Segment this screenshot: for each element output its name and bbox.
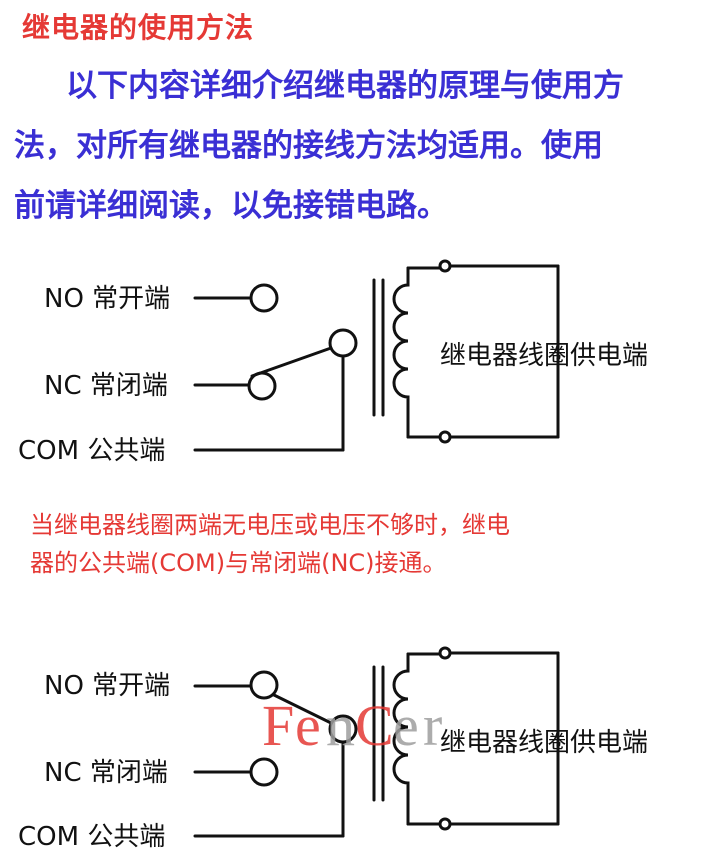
- coil-2: [392, 652, 410, 826]
- com-label-1: COM 公共端: [18, 436, 165, 466]
- note-line-1: 当继电器线圈两端无电压或电压不够时，继电: [30, 511, 510, 539]
- watermark-letter: C: [355, 693, 394, 758]
- relay-diagram-1: [193, 259, 560, 452]
- nc-label-1: NC 常闭端: [44, 371, 168, 401]
- note-line-2: 器的公共端(COM)与常闭端(NC)接通。: [30, 549, 447, 577]
- intro-line-1: 以下内容详细介绍继电器的原理与使用方: [66, 68, 624, 104]
- watermark-letter: F: [262, 693, 294, 758]
- watermark-letter: e: [393, 693, 419, 758]
- watermark-letter: r: [423, 693, 442, 758]
- coil-1: [392, 266, 410, 439]
- intro-paragraph: 以下内容详细介绍继电器的原理与使用方 法，对所有继电器的接线方法均适用。使用 前…: [14, 56, 704, 236]
- com-pivot-2: [328, 714, 358, 744]
- relay-state-note: 当继电器线圈两端无电压或电压不够时，继电 器的公共端(COM)与常闭端(NC)接…: [30, 506, 670, 582]
- switch-arm-1: [250, 346, 333, 378]
- nc-label-2: NC 常闭端: [44, 758, 168, 788]
- no-terminal-2: [249, 670, 279, 700]
- intro-line-2: 法，对所有继电器的接线方法均适用。使用: [14, 128, 603, 164]
- watermark-letter: e: [295, 693, 321, 758]
- coil-label-1: 继电器线圈供电端: [440, 341, 648, 371]
- watermark-letter: n: [326, 693, 355, 758]
- relay-diagram-2: [193, 646, 560, 838]
- no-terminal-1: [249, 283, 279, 313]
- intro-line-3: 前请详细阅读，以免接错电路。: [14, 188, 448, 224]
- switch-arm-2: [272, 693, 333, 725]
- com-label-2: COM 公共端: [18, 822, 165, 852]
- coil-label-2: 继电器线圈供电端: [440, 728, 648, 758]
- page-title: 继电器的使用方法: [22, 11, 255, 44]
- nc-terminal-2: [249, 757, 279, 787]
- no-label-1: NO 常开端: [44, 284, 170, 314]
- com-pivot-1: [328, 328, 358, 358]
- no-label-2: NO 常开端: [44, 671, 170, 701]
- watermark-logo: F e n C e r: [262, 693, 442, 758]
